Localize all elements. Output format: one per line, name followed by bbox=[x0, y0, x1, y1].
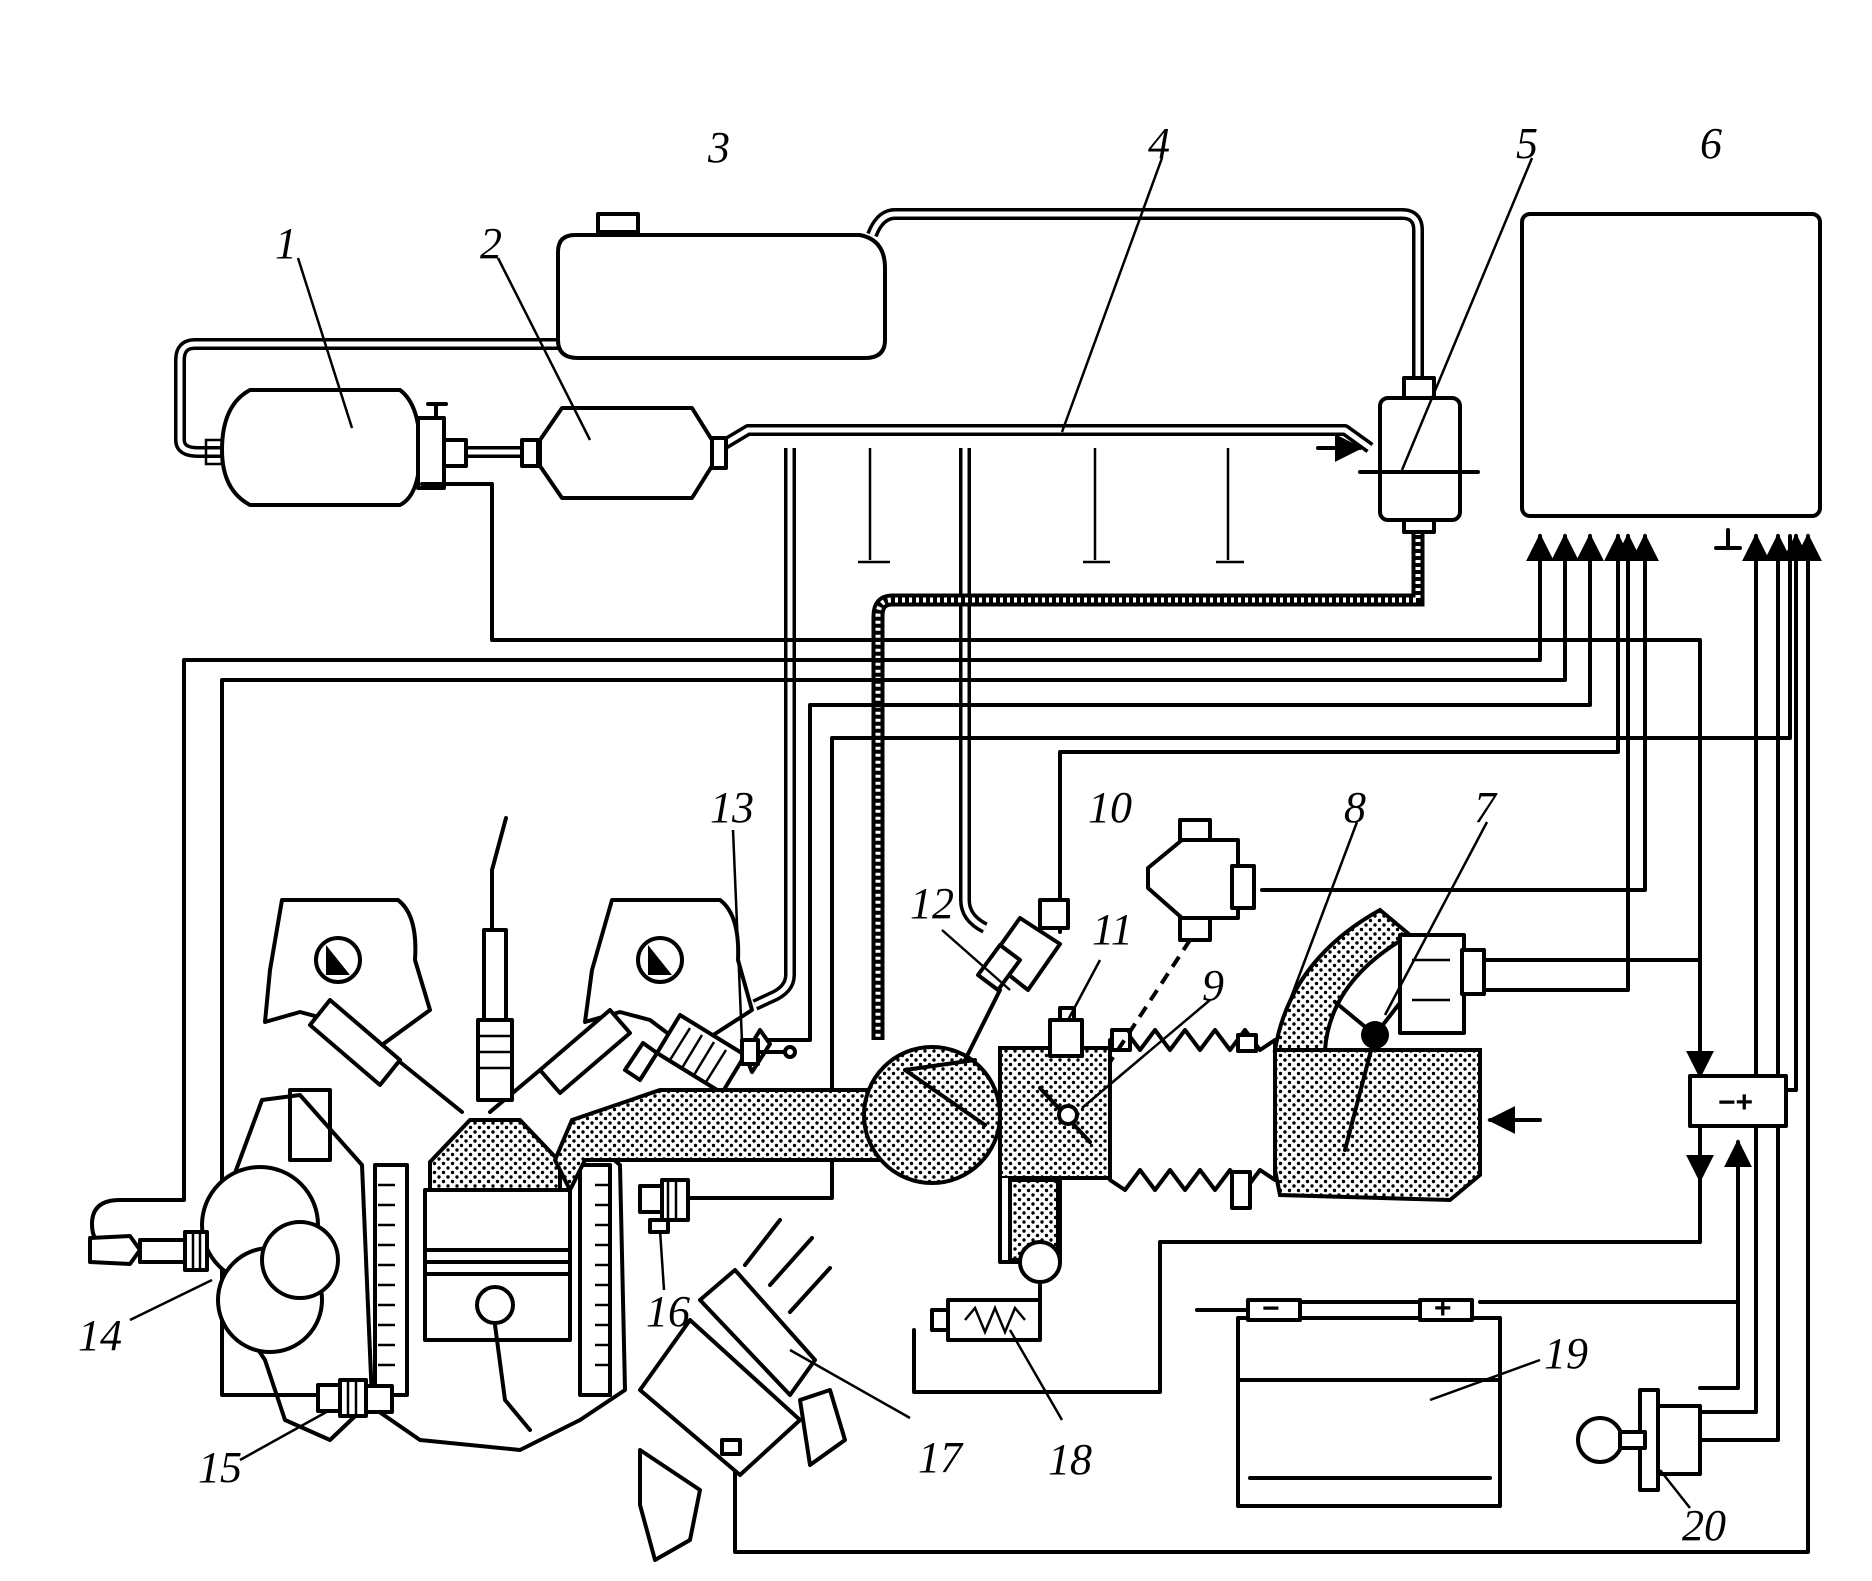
callout-9: 9 bbox=[1202, 961, 1224, 1010]
cold-start-injector bbox=[963, 898, 1070, 1062]
fuel-tank bbox=[556, 212, 887, 360]
callout-20: 20 bbox=[1682, 1501, 1726, 1550]
throttle-switch bbox=[1048, 1006, 1084, 1058]
ignition-distributor bbox=[638, 1218, 847, 1562]
callout-7: 7 bbox=[1474, 783, 1498, 832]
callout-18: 18 bbox=[1048, 1435, 1092, 1484]
auxiliary-air-valve bbox=[1108, 818, 1256, 1064]
intake-temp-sensor bbox=[638, 1178, 690, 1234]
callout-10: 10 bbox=[1088, 783, 1132, 832]
intake-system bbox=[552, 907, 1542, 1210]
battery: − + bbox=[1236, 1292, 1502, 1508]
wiring bbox=[90, 482, 1822, 1554]
ignition-switch bbox=[1576, 1388, 1702, 1492]
callout-12: 12 bbox=[910, 879, 954, 928]
leader-lines bbox=[129, 157, 1691, 1509]
engine bbox=[200, 816, 754, 1452]
ecu-box bbox=[1520, 212, 1822, 550]
callout-15: 15 bbox=[198, 1443, 242, 1492]
pressure-regulator bbox=[1358, 376, 1480, 534]
callout-19: 19 bbox=[1544, 1329, 1588, 1378]
lambda-probe bbox=[88, 1230, 209, 1272]
battery-plus: + bbox=[1434, 1292, 1452, 1325]
callout-8: 8 bbox=[1344, 783, 1366, 832]
battery-minus: − bbox=[1262, 1292, 1280, 1325]
jacket-hatching bbox=[378, 1183, 610, 1367]
callout-1: 1 bbox=[275, 219, 297, 268]
callout-17: 17 bbox=[918, 1433, 964, 1482]
fuel-pump bbox=[204, 388, 468, 507]
relay-symbol: −+ bbox=[1718, 1086, 1753, 1119]
relay-box: −+ bbox=[1688, 1074, 1788, 1128]
callout-labels: 1 2 3 4 5 6 7 8 9 10 11 12 13 14 15 16 1… bbox=[78, 119, 1726, 1550]
fuel-injector bbox=[623, 1013, 797, 1095]
callout-16: 16 bbox=[646, 1287, 690, 1336]
callout-2: 2 bbox=[480, 219, 502, 268]
callout-5: 5 bbox=[1516, 119, 1538, 168]
fuel-lines bbox=[174, 208, 1424, 1011]
callout-3: 3 bbox=[707, 123, 730, 172]
callout-11: 11 bbox=[1092, 905, 1133, 954]
callout-4: 4 bbox=[1148, 119, 1170, 168]
callout-14: 14 bbox=[78, 1311, 122, 1360]
fuel-filter bbox=[520, 406, 728, 500]
callout-6: 6 bbox=[1700, 119, 1722, 168]
thermo-time-switch bbox=[930, 1178, 1062, 1342]
vacuum-line bbox=[871, 525, 1425, 1040]
callout-13: 13 bbox=[710, 783, 754, 832]
